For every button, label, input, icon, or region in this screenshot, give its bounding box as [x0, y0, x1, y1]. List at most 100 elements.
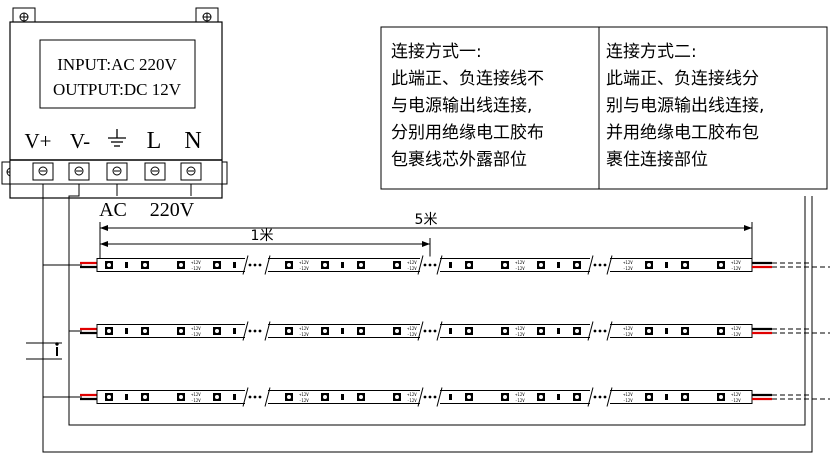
- resistor: [233, 394, 236, 400]
- led-dot: [395, 329, 399, 333]
- n-label: N: [184, 128, 201, 154]
- led-dot: [575, 263, 579, 267]
- break-dot: [253, 395, 257, 399]
- wire-vplus-rail: [42, 184, 813, 453]
- led-dot: [539, 263, 543, 267]
- led-dot: [143, 395, 147, 399]
- led-dot: [287, 395, 291, 399]
- led-dot: [719, 395, 723, 399]
- strip-mark-top: +12V: [407, 392, 417, 397]
- strip-mark-top: +12V: [407, 326, 417, 331]
- strip-mark-bottom: -12V: [515, 398, 525, 403]
- led-dot: [359, 329, 363, 333]
- led-dot: [323, 329, 327, 333]
- resistor: [125, 328, 128, 334]
- strip-mark-bottom: -12V: [191, 332, 201, 337]
- led-dot: [107, 395, 111, 399]
- break-slash: [242, 255, 249, 275]
- strip-mark-top: +12V: [515, 392, 525, 397]
- break-dot: [248, 329, 252, 333]
- dimension-1m-label: 1米: [251, 228, 274, 244]
- break-slash: [587, 255, 594, 275]
- resistor: [449, 394, 452, 400]
- break-dot: [248, 395, 252, 399]
- led-dot: [539, 395, 543, 399]
- led-dot: [647, 329, 651, 333]
- break-slash: [417, 321, 424, 341]
- led-dot: [143, 263, 147, 267]
- power-supply: INPUT:AC 220V OUTPUT:DC 12V V+ V- L N: [1, 7, 228, 221]
- led-dot: [575, 329, 579, 333]
- method-1-line: 与电源输出线连接,: [391, 96, 532, 116]
- led-strip-2: +12V-12V+12V-12V+12V-12V+12V-12V+12V-12V…: [69, 321, 830, 341]
- terminal-screws: [32, 162, 202, 181]
- break-slash: [587, 387, 594, 407]
- strip-mark-top: +12V: [515, 326, 525, 331]
- resistor: [557, 394, 560, 400]
- break-dot: [593, 395, 597, 399]
- method-1-title: 连接方式一:: [391, 42, 482, 62]
- method-1: 连接方式一: 此端正、负连接线不 与电源输出线连接, 分别用绝缘电工胶布 包裹线…: [391, 42, 544, 170]
- resistor: [233, 328, 236, 334]
- strip-break-gap: [245, 256, 268, 274]
- break-dot: [593, 329, 597, 333]
- resistor: [557, 262, 560, 268]
- resistor: [449, 328, 452, 334]
- resistor: [341, 394, 344, 400]
- method-2-line: 别与电源输出线连接,: [606, 96, 764, 116]
- break-slash: [606, 387, 613, 407]
- ac-label: AC: [99, 199, 127, 221]
- led-dot: [503, 263, 507, 267]
- led-dot: [503, 329, 507, 333]
- dimensions: 5米 1米: [99, 212, 753, 262]
- display-window: [39, 39, 196, 109]
- break-slash: [242, 387, 249, 407]
- break-dot: [258, 329, 262, 333]
- led-dot: [215, 395, 219, 399]
- method-2-line: 裹住连接部位: [606, 150, 708, 170]
- led-dot: [467, 263, 471, 267]
- resistor: [665, 262, 668, 268]
- ground-icon: [108, 129, 126, 147]
- strip-mark-top: +12V: [407, 260, 417, 265]
- strip-mark-bottom: -12V: [407, 266, 417, 271]
- method-1-line: 包裹线芯外露部位: [391, 150, 527, 170]
- strip-mark-bottom: -12V: [731, 332, 741, 337]
- strip-break-gap: [245, 322, 268, 340]
- break-slash: [264, 255, 271, 275]
- break-dot: [433, 263, 437, 267]
- led-strips: +12V-12V+12V-12V+12V-12V+12V-12V+12V-12V…: [43, 255, 830, 407]
- led-dot: [683, 395, 687, 399]
- strip-mark-top: +12V: [191, 326, 201, 331]
- break-slash: [436, 387, 443, 407]
- led-dot: [467, 329, 471, 333]
- strip-mark-top: +12V: [623, 392, 633, 397]
- break-dot: [433, 329, 437, 333]
- method-2: 连接方式二: 此端正、负连接线分 别与电源输出线连接, 并用绝缘电工胶布包 裹住…: [606, 42, 764, 170]
- break-dot: [423, 329, 427, 333]
- led-dot: [179, 329, 183, 333]
- method-1-line: 此端正、负连接线不: [391, 69, 544, 89]
- strip-mark-bottom: -12V: [407, 398, 417, 403]
- led-dot: [683, 263, 687, 267]
- led-dot: [719, 263, 723, 267]
- strip-mark-bottom: -12V: [623, 398, 633, 403]
- break-dot: [603, 263, 607, 267]
- strip-mark-top: +12V: [191, 392, 201, 397]
- strip-mark-top: +12V: [731, 260, 741, 265]
- break-dot: [248, 263, 252, 267]
- led-dot: [719, 329, 723, 333]
- vminus-label: V-: [70, 129, 90, 153]
- break-dot: [603, 329, 607, 333]
- connection-methods-box: 连接方式一: 此端正、负连接线不 与电源输出线连接, 分别用绝缘电工胶布 包裹线…: [380, 26, 828, 190]
- break-slash: [417, 255, 424, 275]
- break-slash: [264, 321, 271, 341]
- led-dot: [215, 329, 219, 333]
- vplus-label: V+: [24, 129, 51, 153]
- break-dot: [428, 329, 432, 333]
- wire-vminus-rail: [68, 184, 806, 426]
- strip-mark-top: +12V: [731, 392, 741, 397]
- break-dot: [593, 263, 597, 267]
